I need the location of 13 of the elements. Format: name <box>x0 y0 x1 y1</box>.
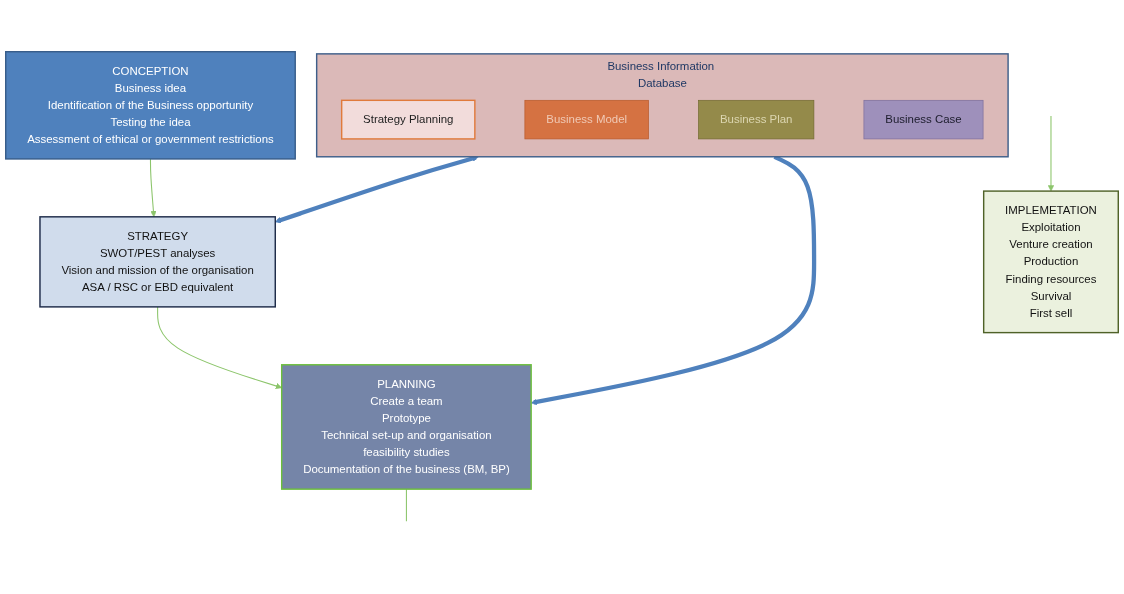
arrow <box>1047 115 1055 192</box>
node-box: STRATEGY SWOT/PEST analyses Vision and mission of the organisation ASA / RSC or EBD equivalent <box>39 215 276 308</box>
node-box: IMPLEMETATION Exploitation Venture creation Production Finding resources Survival First sell <box>982 190 1119 334</box>
node-box: PLANNING Create a team Prototype Technical set-up and organisation feasibility studies Documentation of the business (BM, BP) <box>280 363 532 490</box>
node-box: Business Case <box>863 99 984 140</box>
connector <box>405 488 407 522</box>
node-box: Business Plan <box>698 99 815 140</box>
node-box: Strategy Planning <box>340 99 476 140</box>
arrow <box>149 158 157 217</box>
node-box: Business Model <box>524 99 649 140</box>
arrow <box>157 306 282 389</box>
arrow <box>275 155 479 223</box>
node-box: CONCEPTION Business idea Identification of the Business opportunity Testing the idea Assessment of ethical or government restrictions <box>5 50 296 160</box>
